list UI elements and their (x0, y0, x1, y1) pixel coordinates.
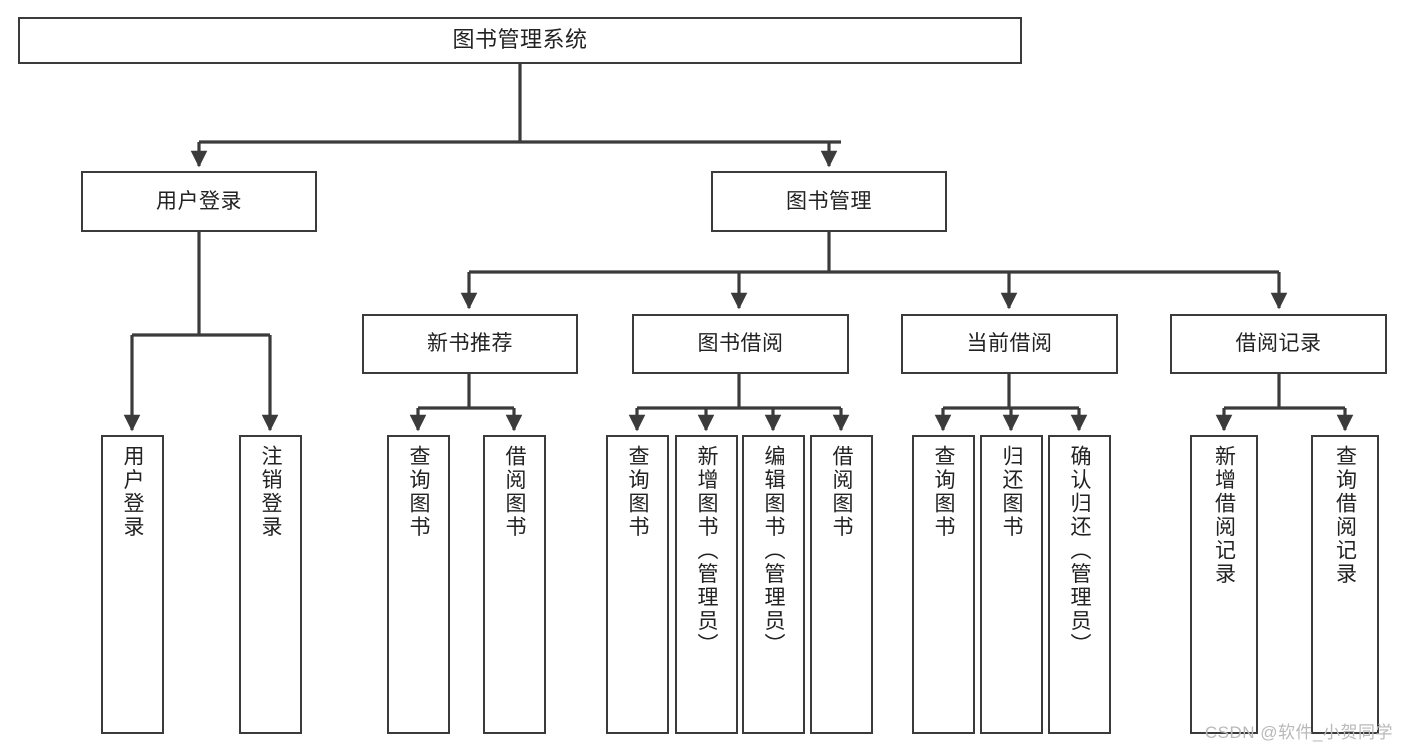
edge-group-root (190, 64, 841, 168)
node-leaf-query-book-cur[interactable]: 查询图书 (912, 435, 975, 734)
node-leaf-borrow-book[interactable]: 借阅图书 (810, 435, 873, 734)
node-current-borrow-label: 当前借阅 (966, 332, 1053, 356)
node-root-label: 图书管理系统 (452, 27, 588, 53)
node-borrow-record-label: 借阅记录 (1235, 332, 1322, 356)
node-leaf-return-book-label: 归还图书 (1000, 445, 1023, 539)
node-leaf-user-login-label: 用户登录 (121, 445, 144, 539)
node-new-book-recommend[interactable]: 新书推荐 (362, 314, 578, 374)
node-leaf-add-book-label: 新增图书（管理员） (695, 445, 718, 657)
node-leaf-edit-book[interactable]: 编辑图书（管理员） (742, 435, 805, 734)
node-leaf-confirm-return-label: 确认归还（管理员） (1068, 445, 1091, 657)
node-leaf-logout-label: 注销登录 (259, 445, 282, 539)
edge-group-new-book-recommend (409, 374, 523, 432)
node-leaf-add-record[interactable]: 新增借阅记录 (1190, 435, 1258, 734)
node-leaf-borrow-book-label: 借阅图书 (830, 445, 853, 539)
node-book-borrow-label: 图书借阅 (697, 332, 784, 356)
node-leaf-query-record-label: 查询借阅记录 (1333, 445, 1357, 586)
node-book-manage-label: 图书管理 (786, 189, 872, 213)
edge-group-current-borrow (934, 374, 1088, 432)
node-leaf-user-login[interactable]: 用户登录 (101, 435, 164, 734)
node-leaf-query-book-rec-label: 查询图书 (407, 445, 430, 539)
node-leaf-return-book[interactable]: 归还图书 (980, 435, 1043, 734)
node-user-login-label: 用户登录 (156, 189, 242, 213)
node-leaf-query-book-borrow[interactable]: 查询图书 (606, 435, 669, 734)
edge-group-book-borrow (628, 374, 850, 432)
node-leaf-query-book-borrow-label: 查询图书 (626, 445, 649, 539)
node-leaf-query-record[interactable]: 查询借阅记录 (1311, 435, 1379, 734)
node-book-borrow[interactable]: 图书借阅 (632, 314, 849, 374)
node-user-login[interactable]: 用户登录 (81, 171, 317, 232)
node-book-manage[interactable]: 图书管理 (711, 171, 947, 232)
edge-group-user-login (123, 232, 279, 432)
node-leaf-borrow-book-rec-label: 借阅图书 (503, 445, 526, 539)
node-leaf-borrow-book-rec[interactable]: 借阅图书 (483, 435, 546, 734)
node-leaf-query-book-cur-label: 查询图书 (932, 445, 955, 539)
node-leaf-add-record-label: 新增借阅记录 (1212, 445, 1236, 586)
node-root[interactable]: 图书管理系统 (18, 17, 1022, 64)
node-current-borrow[interactable]: 当前借阅 (901, 314, 1118, 374)
edge-group-book-manage (460, 232, 1288, 310)
watermark: CSDN @软件_小贺同学 (1204, 723, 1393, 742)
node-leaf-add-book[interactable]: 新增图书（管理员） (675, 435, 738, 734)
node-leaf-query-book-rec[interactable]: 查询图书 (387, 435, 450, 734)
node-leaf-confirm-return[interactable]: 确认归还（管理员） (1048, 435, 1111, 734)
node-new-book-recommend-label: 新书推荐 (427, 332, 513, 356)
edge-group-borrow-record (1215, 374, 1354, 432)
node-leaf-edit-book-label: 编辑图书（管理员） (762, 445, 785, 657)
node-borrow-record[interactable]: 借阅记录 (1170, 314, 1387, 374)
node-leaf-logout[interactable]: 注销登录 (239, 435, 302, 734)
